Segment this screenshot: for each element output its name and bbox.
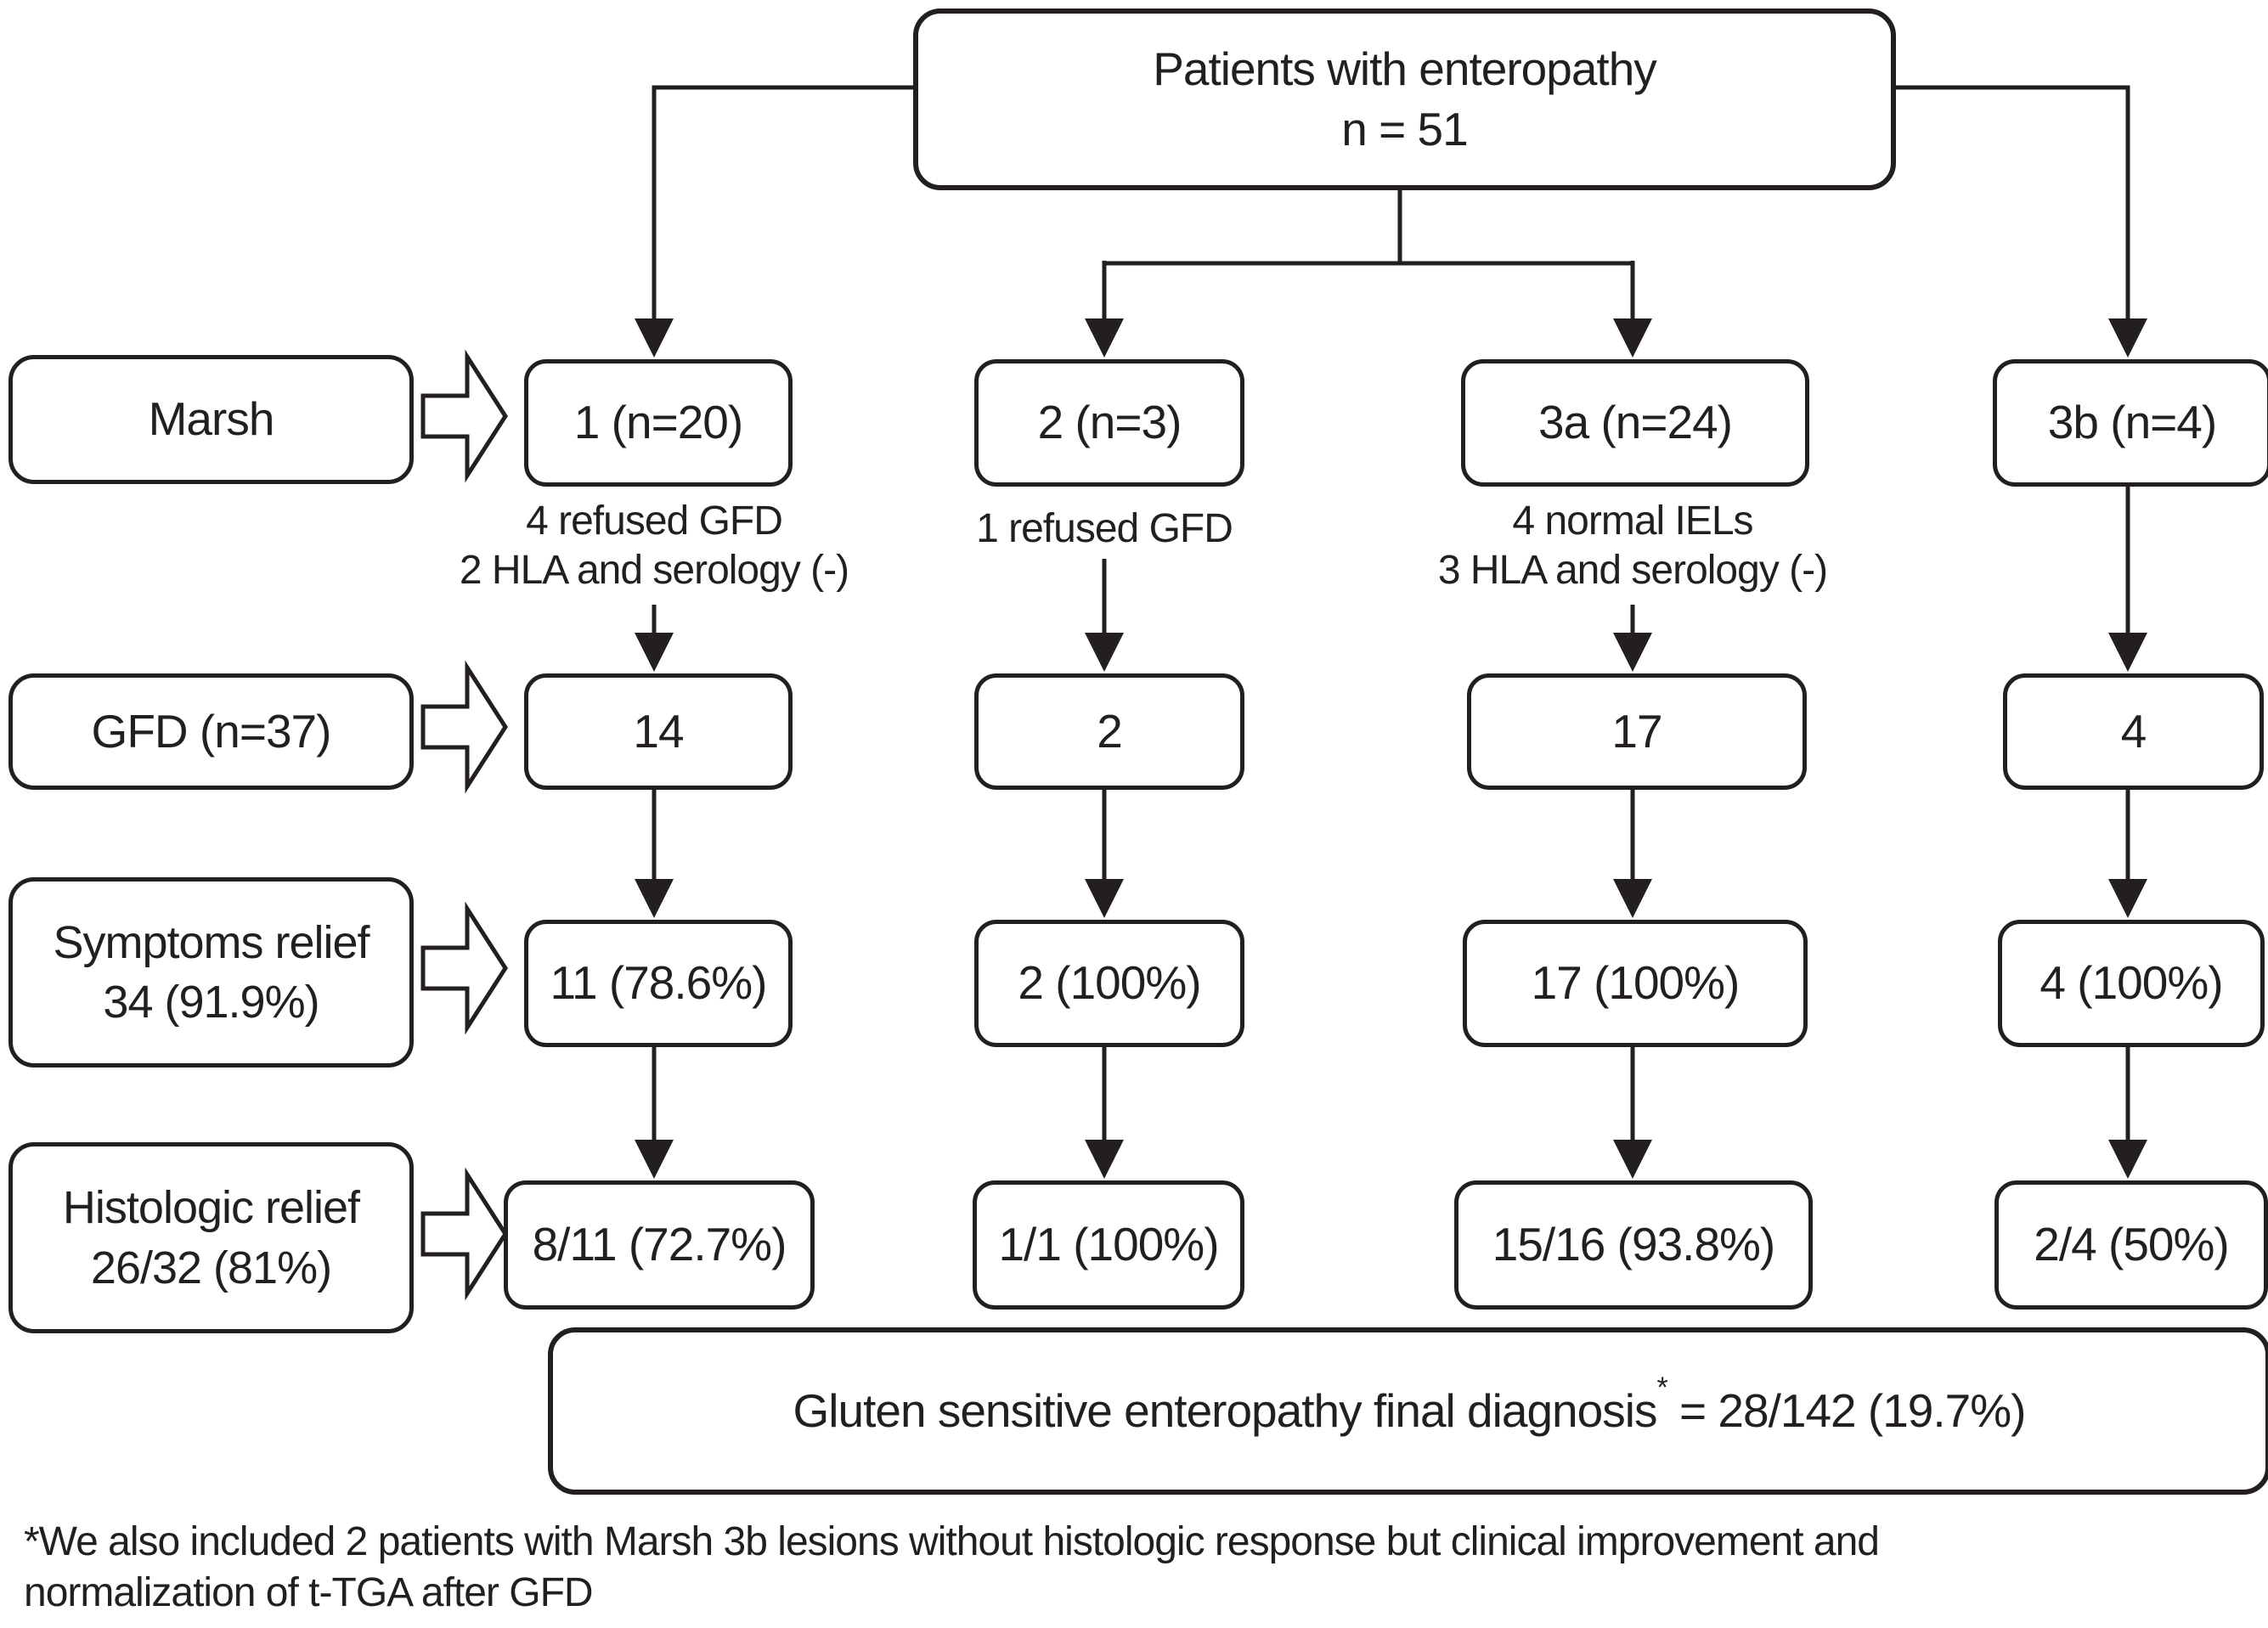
arrowhead-icon: [1613, 318, 1652, 358]
gfd-box-col4: 4: [2003, 673, 2264, 790]
marsh-box-col1: 1 (n=20): [524, 359, 793, 487]
symptoms-box-col1-text: 11 (78.6%): [550, 956, 768, 1010]
note-col3: 4 normal IELs 3 HLA and serology (-): [1378, 497, 1887, 595]
arrowhead-icon: [1085, 318, 1124, 358]
note-col1-line2: 2 HLA and serology (-): [459, 548, 849, 593]
note-col2: 1 refused GFD: [849, 504, 1359, 554]
gfd-box-col1: 14: [524, 673, 793, 790]
footnote-line1: *We also included 2 patients with Marsh …: [24, 1519, 1880, 1564]
arrowhead-icon: [1085, 1140, 1124, 1179]
row-label-gfd-text: GFD (n=37): [91, 704, 332, 758]
final-diagnosis-text-main: Gluten sensitive enteropathy final diagn…: [793, 1383, 1658, 1437]
gfd-box-col3: 17: [1467, 673, 1807, 790]
final-diagnosis-asterisk: *: [1656, 1372, 1667, 1405]
connector-lines: [652, 85, 2130, 1144]
histologic-box-col2: 1/1 (100%): [973, 1180, 1244, 1310]
arrowhead-icon: [2108, 318, 2147, 358]
gfd-box-col2-text: 2: [1097, 704, 1123, 758]
histologic-box-col1-text: 8/11 (72.7%): [532, 1218, 787, 1271]
root-box: Patients with enteropathy n = 51: [913, 8, 1896, 190]
histologic-box-col3: 15/16 (93.8%): [1454, 1180, 1813, 1310]
row-label-marsh: Marsh: [8, 355, 414, 484]
histologic-box-col4: 2/4 (50%): [1994, 1180, 2268, 1310]
final-diagnosis-box: Gluten sensitive enteropathy final diagn…: [548, 1327, 2268, 1495]
note-col3-line1: 4 normal IELs: [1512, 499, 1753, 544]
marsh-box-col1-text: 1 (n=20): [573, 396, 743, 449]
row-label-histologic-line2: 26/32 (81%): [90, 1242, 332, 1293]
arrowhead-icon: [2108, 1140, 2147, 1179]
symptoms-box-col4: 4 (100%): [1998, 920, 2265, 1047]
arrowhead-icon: [1613, 633, 1652, 672]
symptoms-box-col3-text: 17 (100%): [1531, 956, 1740, 1010]
arrowhead-icon: [1613, 879, 1652, 918]
connector-root-to-col1: [652, 85, 913, 323]
root-box-line2: n = 51: [1341, 103, 1468, 155]
marsh-box-col4: 3b (n=4): [1993, 359, 2268, 487]
row-label-gfd: GFD (n=37): [8, 673, 414, 790]
marsh-box-col3-text: 3a (n=24): [1538, 396, 1733, 449]
gfd-block-arrow-icon: [420, 660, 508, 794]
footnote-line2: normalization of t-TGA after GFD: [24, 1570, 594, 1615]
row-label-symptoms: Symptoms relief 34 (91.9%): [8, 877, 414, 1067]
histologic-box-col1: 8/11 (72.7%): [504, 1180, 815, 1310]
histologic-box-col2-text: 1/1 (100%): [998, 1218, 1219, 1271]
row-label-symptoms-line1: Symptoms relief: [53, 916, 370, 968]
arrowhead-icon: [635, 1140, 674, 1179]
symptoms-box-col2-text: 2 (100%): [1018, 956, 1201, 1010]
symptoms-box-col4-text: 4 (100%): [2040, 956, 2223, 1010]
arrowhead-icon: [1613, 1140, 1652, 1179]
marsh-box-col2-text: 2 (n=3): [1037, 396, 1182, 449]
connector-root-to-col4: [1886, 85, 2130, 323]
gfd-box-col1-text: 14: [633, 704, 684, 758]
arrowhead-icon: [1085, 879, 1124, 918]
final-diagnosis-text-value: = 28/142 (19.7%): [1667, 1383, 2026, 1437]
marsh-box-col4-text: 3b (n=4): [2047, 396, 2217, 449]
arrowhead-icon: [635, 318, 674, 358]
symptoms-box-col1: 11 (78.6%): [524, 920, 793, 1047]
row-label-histologic-line1: Histologic relief: [62, 1182, 360, 1234]
gfd-box-col2: 2: [974, 673, 1244, 790]
gfd-box-col3-text: 17: [1611, 704, 1662, 758]
marsh-block-arrow-icon: [420, 349, 508, 483]
note-col2-line1: 1 refused GFD: [976, 506, 1233, 551]
gfd-box-col4-text: 4: [2120, 704, 2147, 758]
arrowhead-icon: [635, 633, 674, 672]
symptoms-block-arrow-icon: [420, 901, 508, 1035]
histologic-box-col3-text: 15/16 (93.8%): [1492, 1218, 1775, 1271]
marsh-box-col3: 3a (n=24): [1461, 359, 1809, 487]
note-col1-line1: 4 refused GFD: [526, 499, 783, 544]
row-label-symptoms-line2: 34 (91.9%): [103, 977, 319, 1028]
histologic-block-arrow-icon: [420, 1167, 508, 1301]
histologic-box-col4-text: 2/4 (50%): [2034, 1218, 2229, 1271]
symptoms-box-col2: 2 (100%): [974, 920, 1244, 1047]
row-label-histologic: Histologic relief 26/32 (81%): [8, 1142, 414, 1333]
note-col1: 4 refused GFD 2 HLA and serology (-): [399, 497, 909, 595]
footnote: *We also included 2 patients with Marsh …: [24, 1517, 2249, 1619]
row-label-marsh-text: Marsh: [148, 392, 275, 446]
final-diagnosis-text: Gluten sensitive enteropathy final diagn…: [793, 1372, 2027, 1442]
arrowhead-icon: [635, 879, 674, 918]
root-box-line1: Patients with enteropathy: [1153, 42, 1657, 95]
arrowhead-icons: [635, 318, 2147, 1179]
arrowhead-icon: [2108, 633, 2147, 672]
arrowhead-icon: [2108, 879, 2147, 918]
arrowhead-icon: [1085, 633, 1124, 672]
note-col3-line2: 3 HLA and serology (-): [1437, 548, 1828, 593]
symptoms-box-col3: 17 (100%): [1463, 920, 1808, 1047]
marsh-box-col2: 2 (n=3): [974, 359, 1244, 487]
block-arrow-icons: [420, 349, 508, 1301]
